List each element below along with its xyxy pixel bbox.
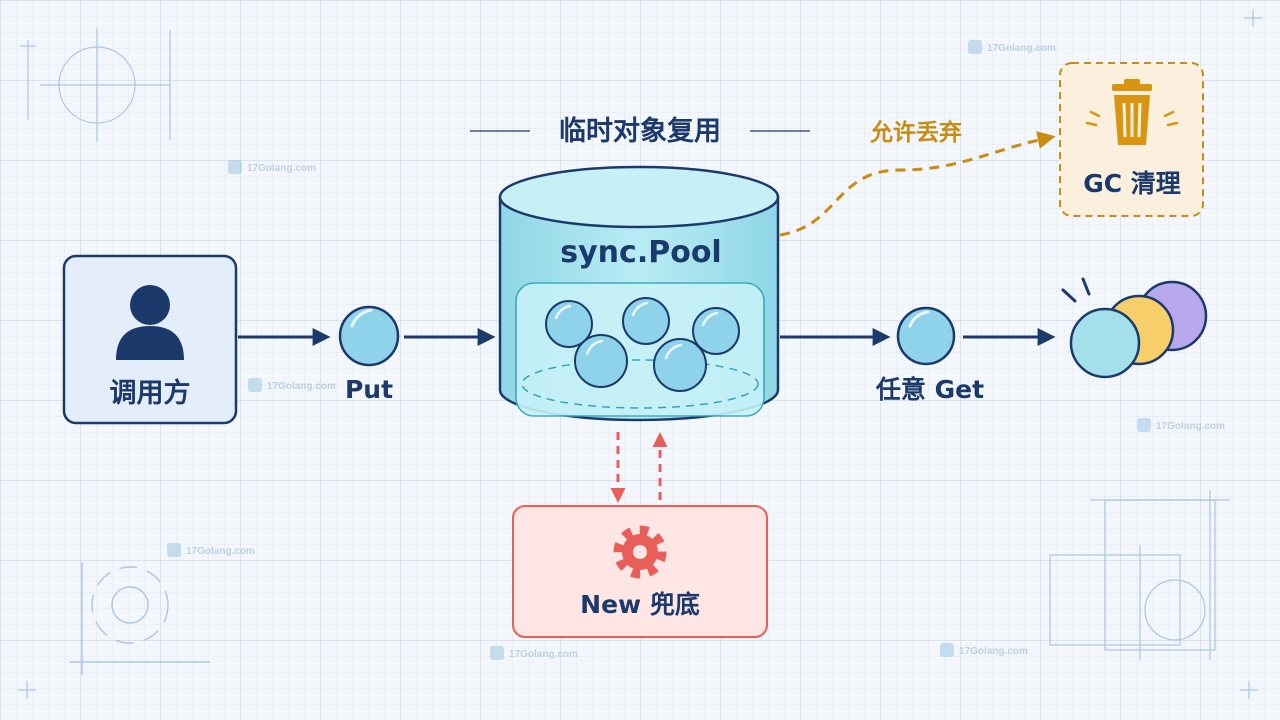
caller-node: 调用方 — [62, 254, 238, 425]
new-label: New 兜底 — [580, 590, 700, 619]
decor-corner-marks — [18, 9, 1262, 699]
get-label: 任意 Get — [875, 375, 984, 404]
gc-edge-label: 允许丢弃 — [869, 119, 962, 146]
pooled-objects — [545, 297, 740, 392]
pool-label: sync.Pool — [560, 235, 721, 270]
watermark-text: 17Golang.com — [267, 381, 336, 392]
watermark-text: 17Golang.com — [186, 546, 255, 557]
decor-top-left — [20, 28, 171, 142]
caller-label: 调用方 — [110, 377, 191, 409]
decor-gear-outline — [70, 562, 210, 675]
watermark-text: 17Golang.com — [247, 163, 316, 174]
sync-pool-container: sync.Pool — [498, 165, 780, 422]
gc-label: GC 清理 — [1083, 169, 1181, 198]
put-ball-highlight — [350, 308, 373, 328]
trash-sparks — [1085, 110, 1179, 127]
watermark-text: 17Golang.com — [987, 43, 1056, 54]
new-fallback-node: New 兜底 — [512, 505, 768, 638]
trash-icon — [1112, 79, 1152, 145]
decor-bottom-right — [1049, 490, 1230, 660]
watermark-text: 17Golang.com — [959, 646, 1028, 657]
retrieved-objects — [1069, 280, 1208, 379]
watermark-text: 17Golang.com — [1156, 421, 1225, 432]
motion-sparks — [1061, 277, 1091, 303]
gear-icon — [613, 525, 667, 579]
watermark-text: 17Golang.com — [509, 649, 578, 660]
diagram-title: 临时对象复用 — [559, 115, 721, 147]
gc-node: GC 清理 — [1059, 62, 1204, 217]
person-icon — [116, 285, 184, 360]
get-object-ball — [896, 306, 956, 366]
put-object-ball — [338, 305, 400, 367]
put-label: Put — [345, 375, 393, 404]
arrow-pool-to-gc — [779, 131, 1056, 237]
